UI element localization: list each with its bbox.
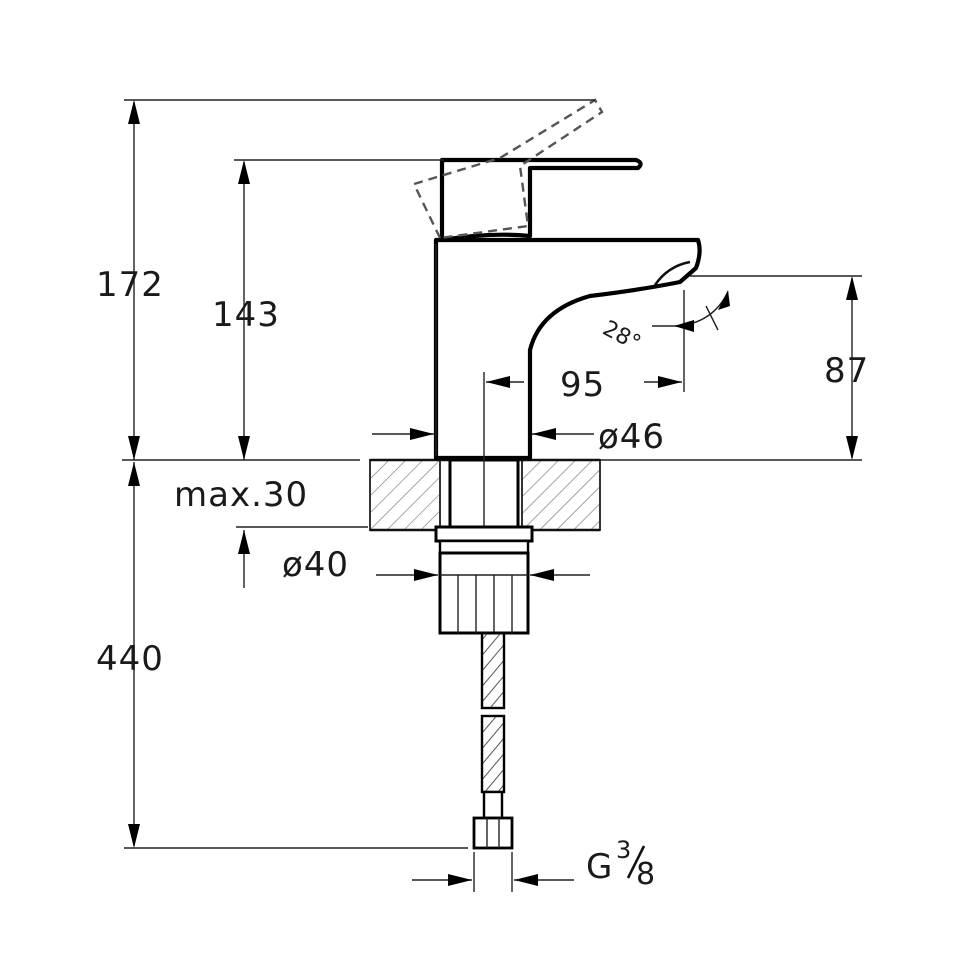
thread-denominator: 8 <box>636 857 656 892</box>
lever-handle <box>439 157 643 243</box>
lever-open-dashed <box>412 98 604 240</box>
spout-height-label: 87 <box>824 351 869 391</box>
body-diameter-label: ø46 <box>598 417 665 457</box>
thread-prefix: G <box>586 847 613 887</box>
overall-height-label: 172 <box>96 265 164 305</box>
mounting-nut <box>434 525 534 635</box>
countertop-section <box>369 458 601 532</box>
lever-angle-label: 28° <box>598 316 644 356</box>
faucet-body <box>433 237 702 461</box>
mounting-diameter-label: ø40 <box>282 545 349 585</box>
mounting-shank <box>448 372 520 530</box>
thread-size-label: G 3 8 <box>586 836 656 892</box>
deck-thickness-label: max.30 <box>174 475 308 515</box>
thread-numerator: 3 <box>616 836 631 864</box>
spout-reach-label: 95 <box>560 365 605 405</box>
dimension-lines <box>122 99 862 892</box>
below-deck-length-label: 440 <box>96 639 164 679</box>
lever-height-label: 143 <box>212 295 280 335</box>
flexible-hose <box>472 631 514 850</box>
